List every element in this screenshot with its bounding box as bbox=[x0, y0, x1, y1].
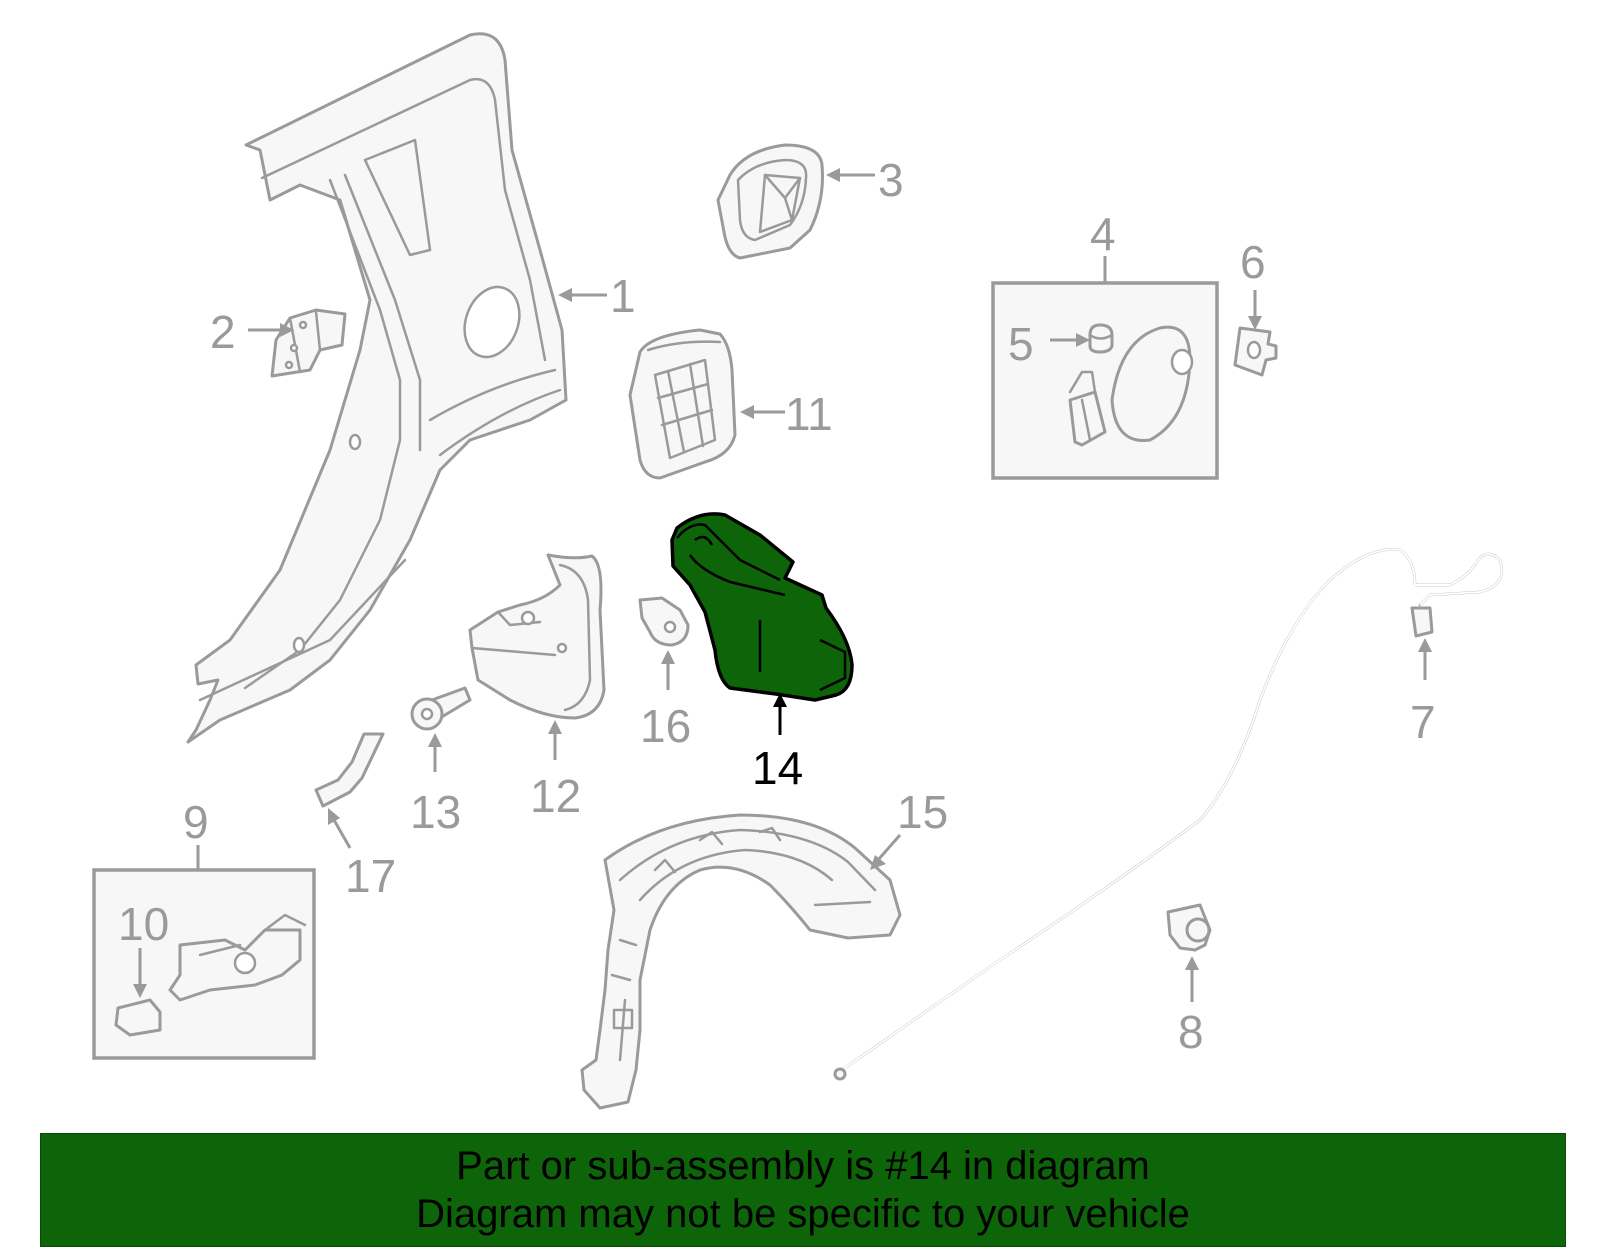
part-8-clip[interactable] bbox=[1166, 903, 1212, 952]
part-5-grommet[interactable] bbox=[1088, 323, 1114, 354]
leader-11 bbox=[740, 405, 785, 419]
part-3-housing[interactable] bbox=[716, 143, 824, 260]
callout-8: 8 bbox=[1178, 1006, 1204, 1058]
part-6-clip[interactable] bbox=[1233, 326, 1278, 377]
callout-12: 12 bbox=[530, 770, 581, 822]
notice-banner: Part or sub-assembly is #14 in diagram D… bbox=[40, 1133, 1566, 1247]
part-14-shield-highlighted[interactable] bbox=[670, 512, 854, 702]
callout-7: 7 bbox=[1410, 696, 1436, 748]
leader-3 bbox=[826, 168, 875, 182]
part-15-wheelhouse-liner[interactable] bbox=[580, 813, 902, 1110]
callout-13: 13 bbox=[410, 786, 461, 838]
part-1-quarter-panel[interactable] bbox=[186, 32, 568, 744]
part-17-trim-strip[interactable] bbox=[314, 732, 385, 808]
callout-16: 16 bbox=[640, 700, 691, 752]
leader-8 bbox=[1185, 956, 1199, 1002]
leader-5 bbox=[1050, 333, 1090, 347]
callout-3: 3 bbox=[878, 154, 904, 206]
callout-2: 2 bbox=[210, 306, 236, 358]
leader-17 bbox=[328, 808, 352, 849]
leader-16 bbox=[661, 650, 675, 690]
leader-7 bbox=[1418, 638, 1432, 680]
part-4-box[interactable] bbox=[991, 281, 1219, 480]
callout-6: 6 bbox=[1240, 236, 1266, 288]
leader-15 bbox=[870, 834, 902, 870]
part-12-mud-flap[interactable] bbox=[468, 553, 606, 720]
part-11-filler-housing[interactable] bbox=[628, 328, 737, 480]
callout-1: 1 bbox=[610, 270, 636, 322]
callout-15: 15 bbox=[897, 786, 948, 838]
leader-10 bbox=[133, 948, 147, 998]
banner-line-1: Part or sub-assembly is #14 in diagram bbox=[456, 1144, 1150, 1188]
leader-1 bbox=[558, 288, 607, 302]
callout-17: 17 bbox=[345, 850, 396, 902]
leader-2 bbox=[248, 323, 294, 337]
leader-12 bbox=[548, 720, 562, 760]
callout-11: 11 bbox=[785, 388, 833, 440]
callout-4: 4 bbox=[1090, 208, 1116, 260]
banner-line-2: Diagram may not be specific to your vehi… bbox=[416, 1192, 1190, 1236]
leader-13 bbox=[428, 733, 442, 772]
part-16-clip[interactable] bbox=[638, 596, 690, 647]
part-2-bracket[interactable] bbox=[270, 308, 347, 378]
callout-14: 14 bbox=[752, 742, 803, 794]
part-7-cable[interactable] bbox=[833, 548, 1503, 1081]
leader-14 bbox=[773, 693, 787, 735]
callout-9: 9 bbox=[183, 796, 209, 848]
leader-6 bbox=[1248, 290, 1262, 330]
callout-5: 5 bbox=[1008, 318, 1034, 370]
part-13-push-pin[interactable] bbox=[410, 686, 472, 731]
callout-10: 10 bbox=[118, 898, 169, 950]
part-10-bracket[interactable] bbox=[114, 998, 162, 1037]
